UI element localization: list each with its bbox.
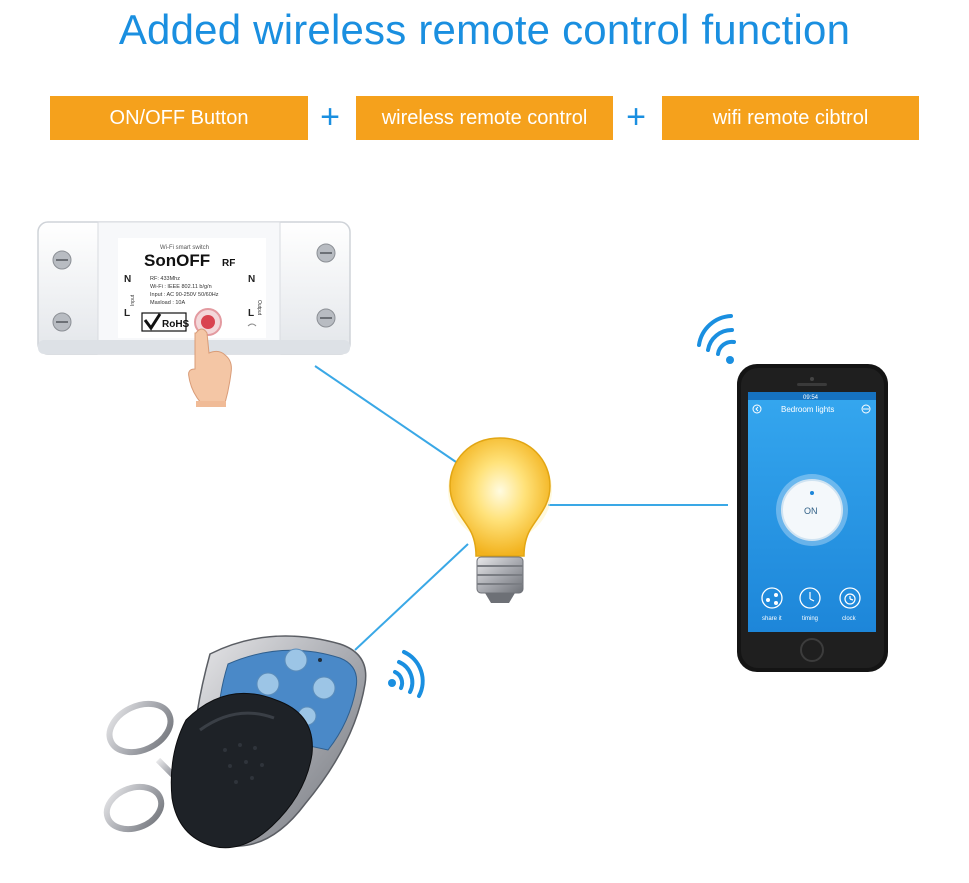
connector-bulb-to-remote bbox=[354, 543, 469, 651]
switch-subtitle: Wi-Fi smart switch bbox=[160, 245, 209, 251]
home-button[interactable] bbox=[800, 638, 824, 662]
switch-spec-wifi: Wi-Fi : IEEE 802.11 b/g/n bbox=[150, 284, 212, 290]
switch-spec-rf: RF: 433Mhz bbox=[150, 276, 180, 282]
feature-wireless-remote: wireless remote control bbox=[356, 96, 613, 140]
wifi-icon bbox=[247, 323, 257, 327]
screw-icon bbox=[52, 312, 72, 332]
switch-spec-maxload: Maxload : 10A bbox=[150, 300, 185, 306]
light-bulb-icon bbox=[448, 437, 552, 603]
checkmark-icon bbox=[143, 313, 162, 331]
terminal-l-left: L bbox=[124, 308, 130, 319]
screw-icon bbox=[316, 243, 336, 263]
hand-icon bbox=[188, 328, 232, 407]
remote-button-c[interactable] bbox=[312, 676, 336, 700]
connector-lines bbox=[314, 365, 728, 651]
back-icon bbox=[752, 404, 762, 414]
share-label: share it bbox=[762, 616, 782, 622]
terminal-n-right: N bbox=[248, 274, 255, 285]
clock-button[interactable]: clock bbox=[839, 587, 861, 622]
switch-output-label: Output bbox=[256, 300, 262, 316]
timing-icon bbox=[809, 592, 815, 602]
more-icon bbox=[861, 404, 871, 414]
clock-label: clock bbox=[842, 616, 857, 622]
switch-model: RF bbox=[222, 258, 235, 269]
terminal-l-right: L bbox=[248, 308, 254, 319]
switch-input-label: Input bbox=[130, 294, 136, 306]
share-icon bbox=[766, 593, 778, 605]
remote-button-b[interactable] bbox=[256, 672, 280, 696]
power-toggle[interactable] bbox=[781, 479, 843, 541]
timing-button[interactable]: timing bbox=[799, 587, 821, 622]
wifi-signal-icon bbox=[697, 314, 736, 364]
clock-icon bbox=[844, 593, 856, 605]
screw-icon bbox=[52, 250, 72, 270]
switch-brand: SonOFF bbox=[144, 251, 210, 270]
plus-icon: + bbox=[320, 98, 340, 136]
feature-wifi-remote: wifi remote cibtrol bbox=[662, 96, 919, 140]
remote-key-fob bbox=[103, 635, 367, 849]
app-title: Bedroom lights bbox=[781, 405, 834, 414]
timing-label: timing bbox=[802, 616, 818, 622]
power-state: ON bbox=[804, 506, 818, 516]
wireless-signal-icon bbox=[388, 650, 425, 698]
feature-onoff-button: ON/OFF Button bbox=[50, 96, 308, 140]
remote-button-a[interactable] bbox=[284, 648, 308, 672]
smartphone: 09:54 Bedroom lights ON share it timing … bbox=[737, 364, 888, 672]
screw-icon bbox=[316, 308, 336, 328]
rohs-mark: RoHS bbox=[162, 319, 190, 330]
headline: Added wireless remote control function bbox=[118, 6, 851, 53]
switch-spec-input: Input : AC 90-250V 50/60Hz bbox=[150, 292, 219, 298]
sonoff-switch: Wi-Fi smart switch SonOFF RF RF: 433Mhz … bbox=[37, 221, 351, 407]
keyring-icon bbox=[103, 700, 183, 833]
plus-icon: + bbox=[626, 98, 646, 136]
share-button[interactable]: share it bbox=[761, 587, 783, 622]
connector-switch-to-bulb bbox=[314, 365, 457, 463]
status-time: 09:54 bbox=[803, 395, 819, 401]
power-button bbox=[201, 315, 215, 329]
terminal-n-left: N bbox=[124, 274, 131, 285]
